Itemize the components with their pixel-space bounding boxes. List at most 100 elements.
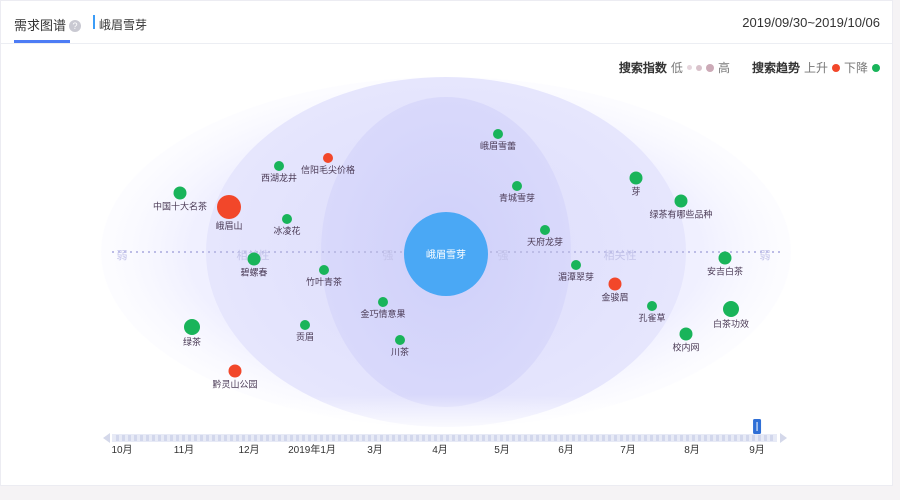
size-small-dot-icon [686, 65, 692, 70]
timeline-tick [530, 435, 533, 441]
keyword-node-circle[interactable] [274, 161, 284, 171]
timeline-tick [398, 435, 401, 441]
date-range[interactable]: 2019/09/30~2019/10/06 [742, 15, 880, 30]
timeline-tick [632, 435, 635, 441]
legend-high: 高 [717, 61, 730, 75]
keyword-node[interactable]: 芽 [629, 171, 643, 197]
keyword-node[interactable]: 西湖龙井 [261, 161, 297, 183]
keyword-node-label: 信阳毛尖价格 [301, 164, 355, 175]
keyword-node[interactable]: 峨眉山 [215, 195, 243, 231]
keyword-node-circle[interactable] [571, 260, 581, 270]
keyword-node-circle[interactable] [378, 297, 388, 307]
keyword-node-label: 黔灵山公园 [212, 379, 257, 390]
keyword-node[interactable]: 湄潭翠芽 [558, 260, 594, 282]
keyword-node[interactable]: 竹叶青茶 [306, 265, 342, 287]
keyword-node[interactable]: 天府龙芽 [527, 225, 563, 247]
keyword-node-label: 峨眉雪蕾 [480, 140, 516, 151]
keyword-node[interactable]: 校内网 [672, 327, 700, 353]
keyword-node-circle[interactable] [300, 320, 310, 330]
keyword-node-circle[interactable] [674, 194, 688, 208]
keyword-node[interactable]: 碧螺春 [240, 252, 268, 278]
center-node-circle[interactable] [404, 212, 488, 296]
center-node[interactable]: 峨眉雪芽 [404, 212, 488, 296]
timeline-tick [638, 435, 641, 441]
keyword-node[interactable]: 冰凌花 [273, 214, 301, 236]
timeline-label: 5月 [494, 444, 510, 456]
timeline-tick [428, 435, 431, 441]
keyword-node[interactable]: 安吉白茶 [707, 251, 743, 277]
keyword-node-label: 金巧情意果 [360, 308, 405, 319]
timeline-tick [500, 435, 503, 441]
keyword-node[interactable]: 中国十大名茶 [153, 186, 207, 212]
keyword-node[interactable]: 信阳毛尖价格 [301, 153, 355, 175]
keyword-node[interactable]: 孔雀草 [638, 301, 666, 323]
timeline-label: 4月 [432, 444, 448, 456]
keyword-node-circle[interactable] [217, 195, 241, 219]
timeline-track[interactable] [112, 434, 777, 442]
timeline-tick [308, 435, 311, 441]
keyword-node-circle[interactable] [184, 319, 200, 335]
keyword-node-circle[interactable] [247, 252, 261, 266]
keyword-node-circle[interactable] [493, 129, 503, 139]
keyword-node-label: 绿茶 [183, 336, 201, 347]
keyword-node-circle[interactable] [173, 186, 187, 200]
timeline-tick [332, 435, 335, 441]
header-divider [1, 43, 892, 44]
keyword-node-circle[interactable] [395, 335, 405, 345]
timeline-handle[interactable] [753, 419, 762, 434]
keyword-node-circle[interactable] [608, 277, 622, 291]
timeline-tick [536, 435, 539, 441]
keyword-node-circle[interactable] [323, 153, 333, 163]
timeline-tick [326, 435, 329, 441]
axis-marker-label: 弱 [117, 249, 128, 262]
timeline-tick [770, 435, 773, 441]
timeline-tick [566, 435, 569, 441]
keyword-node[interactable]: 贡眉 [296, 320, 314, 342]
keyword-node-circle[interactable] [679, 327, 693, 341]
tab-demand-graph[interactable]: 需求图谱? [14, 15, 82, 34]
keyword-node-circle[interactable] [540, 225, 550, 235]
help-icon[interactable]: ? [69, 20, 82, 32]
keyword-node[interactable]: 青城雪芽 [499, 181, 535, 203]
keyword-node-label: 湄潭翠芽 [558, 271, 594, 282]
timeline-tick [476, 435, 479, 441]
axis-marker-label: 相关性 [604, 248, 637, 262]
keyword-tab[interactable]: 峨眉雪芽 [99, 18, 148, 32]
timeline-right-arrow-icon[interactable] [780, 433, 787, 443]
keyword-node[interactable]: 绿茶有哪些品种 [649, 194, 713, 220]
keyword-node-circle[interactable] [629, 171, 643, 185]
keyword-node-label: 中国十大名茶 [153, 201, 207, 212]
timeline-tick [440, 435, 443, 441]
keyword-node[interactable]: 金巧情意果 [360, 297, 406, 319]
keyword-node-circle[interactable] [723, 301, 739, 317]
keyword-node-circle[interactable] [228, 364, 242, 378]
keyword-node[interactable]: 金骏眉 [601, 277, 629, 303]
keyword-node[interactable]: 绿茶 [183, 319, 201, 347]
legend-low: 低 [670, 61, 683, 75]
trend-down-dot-icon [872, 63, 880, 72]
keyword-node-circle[interactable] [718, 251, 732, 265]
keyword-node[interactable]: 川茶 [391, 335, 409, 357]
keyword-node-label: 校内网 [672, 342, 699, 353]
timeline-tick [374, 435, 377, 441]
keyword-node[interactable]: 黔灵山公园 [212, 364, 258, 390]
timeline-tick [188, 435, 191, 441]
timeline-tick [464, 435, 467, 441]
timeline-tick [386, 435, 389, 441]
tab-demand-graph-label: 需求图谱 [14, 18, 67, 33]
timeline-tick [350, 435, 353, 441]
keyword-node-circle[interactable] [512, 181, 522, 191]
keyword-node-circle[interactable] [647, 301, 657, 311]
legend: 搜索指数 低 高 搜索趋势 上升 下降 [619, 59, 880, 76]
keyword-node-circle[interactable] [319, 265, 329, 275]
timeline-tick [764, 435, 767, 441]
keyword-node-circle[interactable] [282, 214, 292, 224]
timeline-tick [116, 435, 119, 441]
timeline-label: 7月 [620, 444, 636, 456]
timeline-label: 3月 [367, 444, 383, 456]
keyword-node[interactable]: 白茶功效 [713, 301, 749, 329]
keyword-node[interactable]: 峨眉雪蕾 [480, 129, 516, 151]
timeline-left-arrow-icon[interactable] [103, 433, 110, 443]
